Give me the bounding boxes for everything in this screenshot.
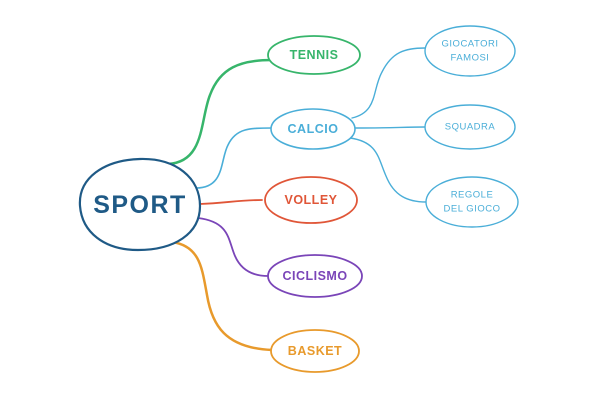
branch-node-basket[interactable]: BASKET: [270, 329, 360, 373]
sub-label-squadra: SQUADRA: [445, 122, 496, 133]
branch-node-tennis[interactable]: TENNIS: [267, 35, 361, 75]
branch-node-ciclismo[interactable]: CICLISMO: [267, 254, 363, 298]
branch-label-ciclismo: CICLISMO: [282, 269, 347, 283]
root-shape: [78, 157, 202, 252]
sub-node-squadra[interactable]: SQUADRA: [424, 104, 516, 150]
sub-label-giocatori-2: FAMOSI: [451, 53, 490, 64]
sub-shape-giocatori: [424, 25, 516, 77]
branch-shape-basket: [270, 329, 360, 373]
branch-node-calcio[interactable]: CALCIO: [270, 108, 356, 150]
edge-volley: [199, 199, 263, 205]
branch-label-calcio: CALCIO: [288, 122, 339, 136]
sub-shape-regole: [425, 176, 519, 228]
branch-label-basket: BASKET: [288, 344, 342, 358]
edge-regole: [349, 137, 427, 203]
branch-shape-ciclismo: [267, 254, 363, 298]
branch-label-volley: VOLLEY: [284, 193, 337, 207]
sub-label-giocatori-1: GIOCATORI: [442, 39, 499, 50]
sub-label-regole-1: REGOLE: [451, 190, 494, 201]
edge-squadra: [355, 126, 426, 129]
root-label: SPORT: [93, 191, 187, 219]
edge-ciclismo: [197, 217, 269, 277]
sub-node-giocatori[interactable]: GIOCATORI FAMOSI: [424, 25, 516, 77]
sub-label-regole-2: DEL GIOCO: [444, 204, 501, 215]
edge-tennis: [166, 58, 274, 166]
edge-giocatori: [351, 47, 426, 119]
root-node[interactable]: SPORT: [78, 157, 202, 252]
branch-shape-tennis: [267, 35, 361, 75]
sub-node-regole[interactable]: REGOLE DEL GIOCO: [425, 176, 519, 228]
branch-shape-calcio: [270, 108, 356, 150]
edge-basket: [170, 240, 274, 352]
branch-label-tennis: TENNIS: [290, 48, 339, 62]
branch-node-volley[interactable]: VOLLEY: [264, 176, 358, 224]
sub-shape-squadra: [424, 104, 516, 150]
edge-calcio: [195, 127, 273, 189]
branch-shape-volley: [264, 176, 358, 224]
